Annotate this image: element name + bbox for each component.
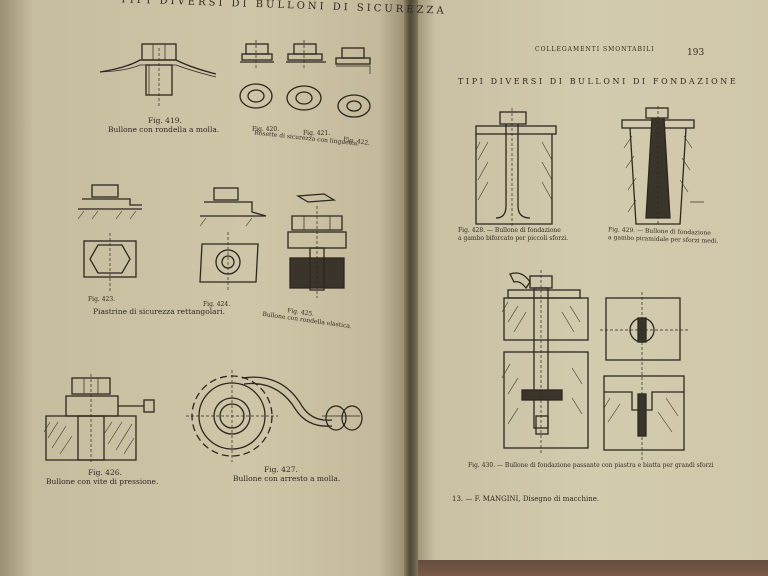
figure-caption: Bullone con vite di pressione.	[46, 477, 159, 486]
figure-430-section-drawing	[600, 292, 688, 460]
figure-424-drawing	[199, 187, 267, 290]
figure-caption: Fig. 428. — Bullone di fondazione	[458, 227, 561, 234]
right-page	[410, 0, 768, 560]
figure-420-422-drawing	[239, 40, 371, 118]
figure-caption: Bullone con arresto a molla.	[233, 474, 341, 483]
right-page-header: TIPI DIVERSI DI BULLONI DI FONDAZIONE	[458, 77, 739, 86]
page-number: 193	[687, 48, 705, 58]
figure-number: Fig. 420.	[252, 126, 280, 133]
figure-caption: Piastrine di sicurezza rettangolari.	[93, 307, 225, 316]
figure-caption: a gambo biforcato per piccoli sforzi.	[458, 235, 569, 242]
figure-caption: Fig. 430. — Bullone di fondazione passan…	[468, 462, 714, 469]
figure-number: Fig. 424.	[203, 301, 231, 308]
running-head: COLLEGAMENTI SMONTABILI	[535, 46, 655, 53]
figure-425-drawing	[287, 193, 347, 298]
figure-429-drawing	[621, 106, 704, 226]
figure-caption: Bullone con rondella a molla.	[108, 125, 220, 134]
figure-427-drawing	[186, 370, 363, 462]
figure-426-drawing	[43, 374, 155, 464]
figure-430-elevation-drawing	[501, 270, 589, 454]
background-surface	[410, 556, 768, 576]
figure-423-drawing	[77, 184, 142, 291]
figure-number: Fig. 423.	[88, 296, 116, 303]
figure-number: Fig. 426.	[88, 468, 122, 477]
figure-number: Fig. 427.	[264, 465, 298, 474]
figure-number: Fig. 419.	[148, 116, 182, 125]
figure-419-drawing	[99, 43, 217, 106]
book-gutter	[404, 0, 418, 576]
figure-428-drawing	[475, 108, 557, 226]
page-footer: 13. — F. MANGINI, Disegno di macchine.	[452, 495, 600, 503]
figure-number: Fig. 421.	[303, 130, 331, 137]
